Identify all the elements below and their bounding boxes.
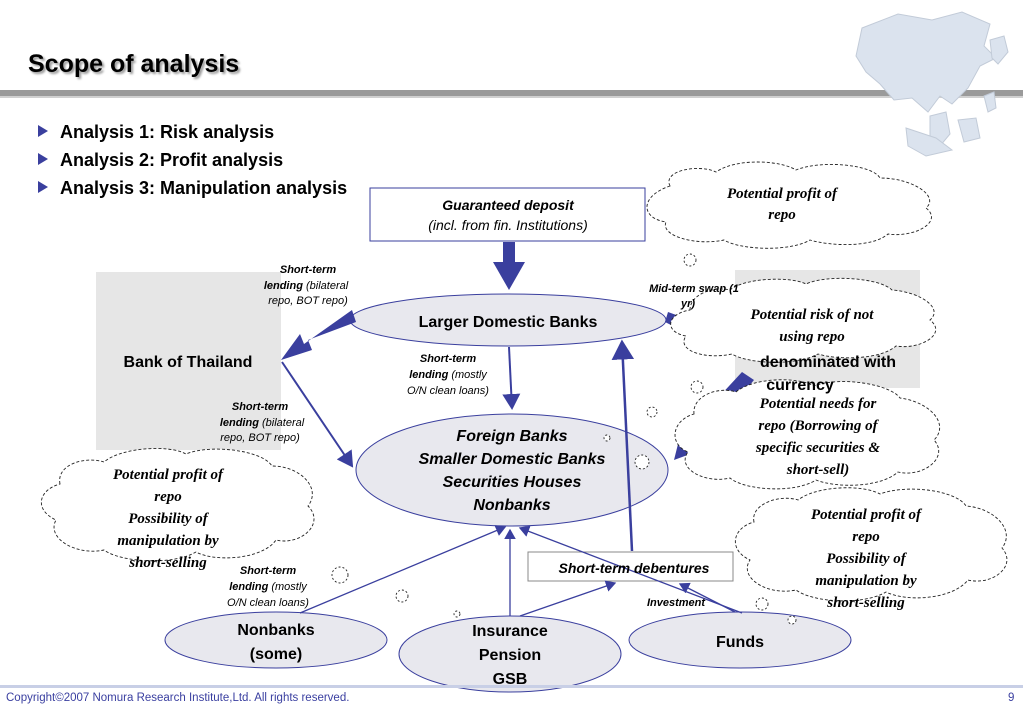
cloud-needs-line1: Potential needs for [760, 396, 877, 412]
insurance-line1: Insurance [472, 623, 548, 640]
arrow-funds-to-debentures [678, 582, 736, 613]
right-panel-line1: denominated with [760, 354, 896, 371]
arrow-banks-to-bot [281, 310, 356, 360]
bullet-text: Analysis 2: Profit analysis [60, 150, 284, 170]
title-rule [0, 90, 1023, 96]
label-clean-mid-1: Short-term [420, 353, 476, 365]
label-repo-top-3: repo, BOT repo) [268, 295, 348, 307]
bullet-triangle-icon [38, 153, 48, 165]
cloud-risk-line2: using repo [779, 329, 844, 345]
cloud-needs-repo[interactable] [674, 379, 940, 490]
bullet-item: Analysis 1: Risk analysis [38, 118, 347, 146]
funds-label: Funds [716, 634, 764, 651]
label-clean-low-1: Short-term [240, 565, 296, 577]
foreign-group-line1: Foreign Banks [456, 428, 567, 445]
cloud-needs-line2: repo (Borrowing of [758, 418, 879, 434]
bullet-text: Analysis 3: Manipulation analysis [60, 178, 348, 198]
bubble-10 [787, 615, 797, 625]
label-clean-mid-2: lending (mostly [409, 369, 488, 381]
page-number: 9 [1008, 692, 1015, 704]
guaranteed-deposit-box[interactable] [369, 187, 646, 242]
cloud-right-line3: Possibility of [826, 551, 908, 567]
foreign-group-node[interactable] [355, 413, 669, 527]
label-repo-bottom-2: lending (bilateral [220, 417, 305, 429]
insurance-line2: Pension [479, 647, 541, 664]
bubble-5 [603, 434, 611, 442]
arrow-banks-to-foreign [502, 346, 521, 410]
label-repo-bottom-1: Short-term [232, 401, 288, 413]
arrow-bot-to-foreign [281, 361, 354, 468]
guaranteed-deposit-line1: Guaranteed deposit [442, 197, 575, 213]
nonbanks-some-line2: (some) [250, 646, 302, 663]
arrow-nonbanks-to-foreign [299, 525, 507, 614]
page-title: Scope of analysis [28, 50, 240, 78]
cloud-profit-right[interactable] [734, 487, 1008, 602]
bank-of-thailand-panel[interactable] [96, 272, 281, 450]
bubble-4 [634, 454, 650, 470]
bullet-text: Analysis 1: Risk analysis [60, 122, 275, 142]
cloud-right-line1: Potential profit of [811, 507, 923, 523]
bullet-triangle-icon [38, 125, 48, 137]
bubble-2 [690, 380, 704, 394]
guaranteed-deposit-line2: (incl. from fin. Institutions) [428, 217, 588, 233]
bubble-6 [331, 566, 349, 584]
cloud-risk-line1: Potential risk of not [751, 307, 875, 323]
cloud-needs-line3: specific securities & [755, 440, 880, 456]
right-panel-line2: currency [766, 377, 834, 394]
cloud-needs-line4: short-sell) [786, 462, 850, 478]
bubble-3 [646, 406, 658, 418]
insurance-line3: GSB [493, 671, 528, 688]
short-term-debentures-label: Short-term debentures [559, 560, 710, 576]
label-midterm-swap-2: yr) [680, 298, 695, 310]
cloud-profit-repo-top-line1: Potential profit of [727, 186, 839, 202]
short-term-debentures-box[interactable] [527, 551, 734, 582]
cloud-right-line2: repo [852, 529, 880, 545]
footer-rule [0, 685, 1023, 688]
cloud-profit-left[interactable] [40, 448, 315, 562]
cloud-left-line3: Possibility of [128, 511, 210, 527]
cloud-left-line5: short-selling [128, 555, 207, 571]
label-repo-top-1: Short-term [280, 264, 336, 276]
cloud-profit-repo-top-line2: repo [768, 207, 796, 223]
label-repo-bottom-3: repo, BOT repo) [220, 432, 300, 444]
label-clean-low-2: lending (mostly [229, 581, 308, 593]
cloud-profit-repo-top[interactable] [646, 161, 932, 249]
bullet-triangle-icon [38, 181, 48, 193]
arrow-funds-to-foreign [518, 525, 743, 614]
cloud-left-line4: manipulation by [117, 533, 219, 549]
label-investment: Investment [647, 597, 706, 609]
bank-of-thailand-label: Bank of Thailand [124, 354, 253, 371]
bullet-item: Analysis 2: Profit analysis [38, 146, 347, 174]
foreign-group-line3: Securities Houses [443, 474, 582, 491]
arrow-insurance-to-debentures [519, 580, 617, 617]
bubble-7 [395, 589, 409, 603]
nonbanks-some-line1: Nonbanks [237, 622, 314, 639]
cloud-right-line5: short-selling [826, 595, 905, 611]
arrow-debentures-to-banks [611, 339, 635, 552]
cloud-right-line4: manipulation by [815, 573, 917, 589]
bubble-1 [683, 253, 697, 267]
nonbanks-some-node[interactable] [164, 611, 388, 669]
bubble-8 [453, 610, 461, 618]
copyright-footer: Copyright©2007 Nomura Research Institute… [6, 692, 350, 704]
asia-map-icon [855, 11, 1009, 157]
bullet-list: Analysis 1: Risk analysis Analysis 2: Pr… [38, 118, 347, 202]
foreign-group-line4: Nonbanks [473, 497, 550, 514]
cloud-risk-not-repo[interactable] [670, 277, 937, 363]
label-clean-mid-3: O/N clean loans) [407, 385, 489, 397]
label-midterm-swap-1: Mid-term swap (1 [649, 283, 739, 295]
arrow-deposit-to-banks [493, 242, 525, 290]
bullet-item: Analysis 3: Manipulation analysis [38, 174, 347, 202]
label-repo-top-2: lending (bilateral [264, 280, 349, 292]
foreign-group-line2: Smaller Domestic Banks [419, 451, 606, 468]
label-clean-low-3: O/N clean loans) [227, 597, 309, 609]
cloud-left-line1: Potential profit of [113, 467, 225, 483]
bubble-9 [755, 597, 769, 611]
larger-domestic-banks-label: Larger Domestic Banks [419, 314, 598, 331]
cloud-left-line2: repo [154, 489, 182, 505]
